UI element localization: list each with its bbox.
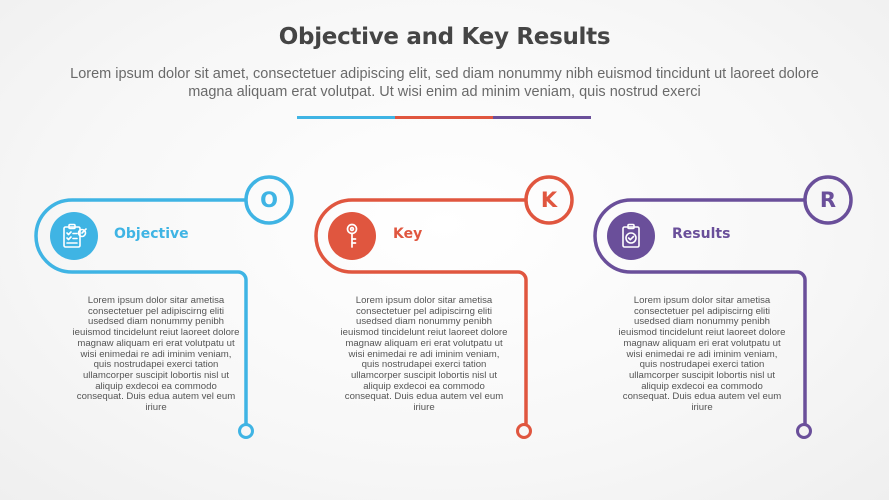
clipboard-check-icon	[622, 223, 640, 248]
card-body-key: Lorem ipsum dolor sitar ametisa consecte…	[340, 295, 508, 414]
card-letter-key: K	[540, 188, 558, 212]
page-subtitle: Lorem ipsum dolor sit amet, consectetuer…	[70, 66, 819, 100]
card-title-objective: Objective	[114, 226, 189, 242]
key-icon	[346, 223, 358, 248]
divider-segment-purple	[493, 116, 591, 119]
card-title-results: Results	[672, 226, 731, 242]
clipboard-target-icon	[63, 223, 87, 248]
card-body-results: Lorem ipsum dolor sitar ametisa consecte…	[618, 295, 786, 414]
card-letter-objective: O	[260, 188, 278, 212]
card-frame-objective	[34, 175, 294, 439]
card-frame-key	[314, 175, 574, 439]
divider-segment-blue	[297, 116, 395, 119]
card-title-key: Key	[393, 226, 423, 242]
card-frame-results	[593, 175, 853, 439]
page-title: Objective and Key Results	[278, 24, 611, 50]
divider-segment-red	[395, 116, 493, 119]
card-letter-results: R	[819, 188, 837, 212]
card-icon-key	[328, 212, 376, 260]
card-icon-objective	[50, 212, 98, 260]
card-icon-results	[607, 212, 655, 260]
card-body-objective: Lorem ipsum dolor sitar ametisa consecte…	[72, 295, 240, 414]
